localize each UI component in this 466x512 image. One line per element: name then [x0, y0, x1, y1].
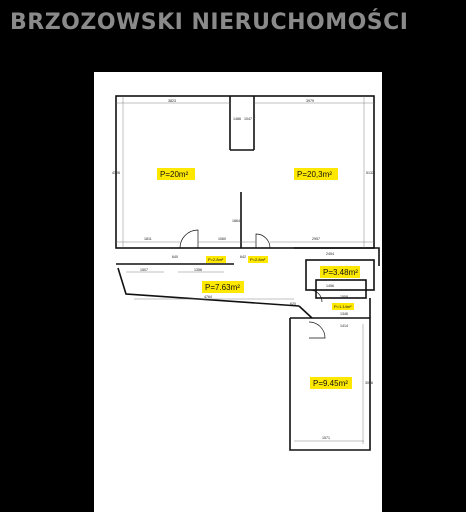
- room-1-highlight: [157, 168, 195, 180]
- dim-shaft-2: 1047: [244, 117, 252, 121]
- room-2-area: P=20,3m²: [297, 170, 332, 179]
- dim-left-height: 4326: [112, 171, 120, 175]
- room-8-area: P=9.45m²: [313, 379, 348, 388]
- dim-corridor-left: 1507: [140, 268, 148, 272]
- room-3-highlight: [206, 256, 226, 263]
- walls: [115, 95, 380, 451]
- dim-corridor-right: 1456: [326, 284, 334, 288]
- dim-corridor-mid: 1356: [194, 268, 202, 272]
- dim-bath-3: 1414: [340, 324, 348, 328]
- dim-room-height: 3026: [365, 381, 373, 385]
- bathroom-wall: [305, 259, 375, 291]
- room-1-area: P=20m²: [160, 170, 189, 179]
- toilet-wall: [315, 279, 367, 299]
- brand-title: BRZOZOWSKI NIERUCHOMOŚCI: [10, 10, 409, 35]
- dim-bottom-mid: 1060: [218, 237, 226, 241]
- door-bathroom: [309, 289, 323, 303]
- dimension-lines: [116, 96, 374, 444]
- dim-shaft-1: 1486: [233, 117, 241, 121]
- dim-small-3: 620: [290, 302, 296, 306]
- dim-corridor-top: 2454: [326, 252, 334, 256]
- dim-corridor-long: 4764: [204, 295, 212, 299]
- dim-bottom-left: 1811: [144, 237, 152, 241]
- dim-bath-2: 1346: [340, 312, 348, 316]
- room-8-highlight: [310, 377, 352, 389]
- door-right-room: [255, 233, 271, 249]
- room-4-highlight: [248, 256, 268, 263]
- dim-room-bottom: 1571: [322, 436, 330, 440]
- dim-shaft-3: 1864: [232, 219, 240, 223]
- dim-bottom-right: 2957: [312, 237, 320, 241]
- door-left-room: [179, 229, 199, 249]
- room-2-highlight: [294, 168, 338, 180]
- doors: [179, 229, 326, 339]
- room-5-area: P=3.48m²: [323, 268, 358, 277]
- room-6-highlight: [202, 281, 244, 293]
- dim-top-right: 3979: [306, 99, 314, 103]
- corridor-bottom-wall: [117, 267, 300, 307]
- room-7-area: P=1.14m²: [334, 304, 352, 309]
- room-5-highlight: [320, 266, 360, 278]
- room-3-area: P=2.8m²: [208, 257, 224, 262]
- small-room-wall: [294, 247, 380, 266]
- floor-plan-drawing: P=20m² P=20,3m² P=2.8m² P=2.8m² P=3.48m²…: [112, 95, 380, 451]
- lower-room-wall: [289, 317, 371, 451]
- lower-room-diagonal: [298, 305, 313, 319]
- dim-top-left: 3823: [168, 99, 176, 103]
- floor-plan: P=20m² P=20,3m² P=2.8m² P=2.8m² P=3.48m²…: [94, 72, 382, 512]
- room-7-highlight: [332, 303, 354, 310]
- room-4-area: P=2.8m²: [250, 257, 266, 262]
- dim-bath-1: 1558: [340, 295, 348, 299]
- dim-small-1: 640: [172, 255, 178, 259]
- upper-rooms-wall: [115, 95, 375, 249]
- dim-small-2: 642: [240, 255, 246, 259]
- door-lower-room: [308, 321, 326, 339]
- dim-right-height: 5132: [366, 171, 374, 175]
- room-6-area: P=7.63m²: [205, 283, 240, 292]
